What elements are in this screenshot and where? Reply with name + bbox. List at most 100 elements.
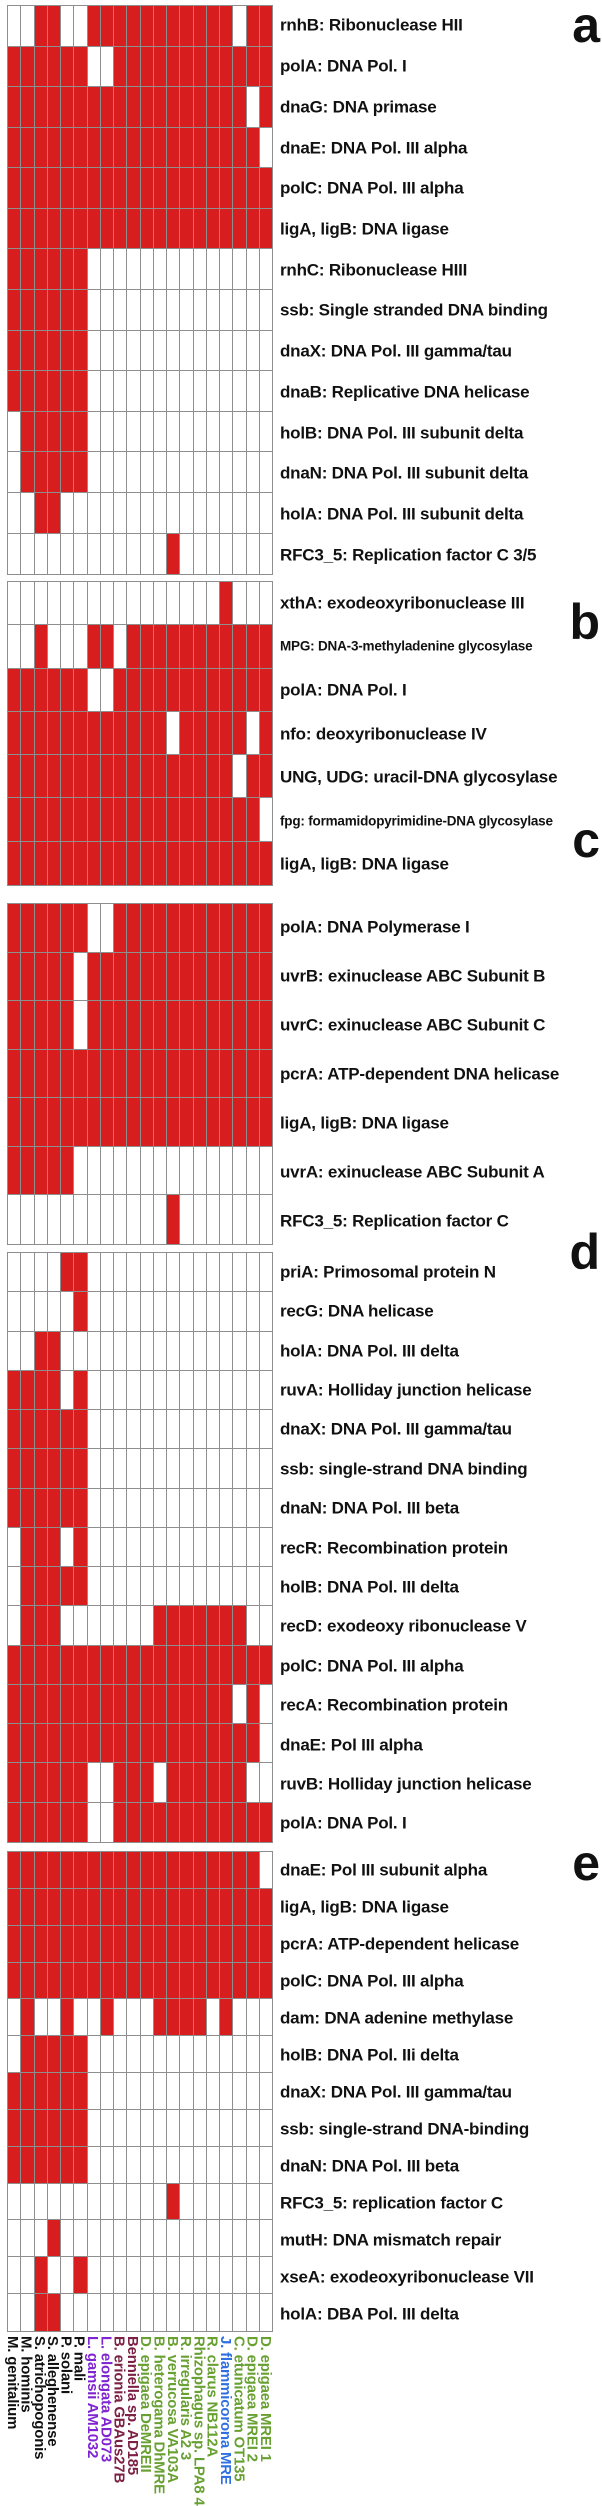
row-label-b-MPG: MPG: DNA-3-methyladenine glycosylase [280,638,533,654]
matrix-cell-d-ssb-c4 [47,1449,61,1489]
matrix-cell-e-ssb-c16 [206,2109,220,2147]
matrix-cell-e-dnaX-c9 [114,2073,128,2110]
matrix-cell-e-RFC3_5-c5 [61,2183,75,2221]
panel-d-row-holB [8,1567,272,1607]
matrix-cell-d-priA-c4 [47,1253,61,1293]
matrix-cell-e-pcrA-c15 [193,1925,207,1963]
matrix-cell-d-recG-c12 [153,1292,167,1332]
matrix-cell-b-fpg-c15 [193,798,207,842]
matrix-cell-d-ssb-c10 [127,1449,141,1489]
matrix-cell-e-xseA-c14 [180,2257,194,2295]
matrix-cell-e-RFC3_5-c17 [220,2183,234,2221]
row-label-d-dnaE: dnaE: Pol III alpha [280,1735,423,1754]
matrix-cell-a-polC-c7 [87,168,101,209]
matrix-cell-b-xthA-c1 [8,582,22,626]
matrix-cell-d-holA-c13 [167,1331,181,1371]
matrix-cell-c-uvrA-c14 [180,1146,194,1196]
matrix-cell-e-ssb-c10 [127,2109,141,2147]
row-label-e-xseA: xseA: exodeoxyribonuclease VII [280,2267,534,2286]
matrix-cell-e-dnaE-c4 [47,1852,61,1889]
matrix-cell-d-dnaE-c16 [206,1724,220,1764]
matrix-cell-d-ruvA-c8 [100,1370,114,1411]
matrix-cell-a-dnaX-c6 [74,330,88,372]
row-label-b-xthA: xthA: exodeoxyribonuclease III [280,593,525,613]
matrix-cell-a-ligA_ligB-c8 [100,208,114,250]
matrix-cell-d-recR-c18 [233,1527,247,1568]
matrix-cell-c-uvrA-c1 [8,1146,22,1196]
matrix-cell-b-fpg-c10 [127,798,141,842]
row-label-d-ruvA: ruvA: Holliday junction helicase [280,1380,532,1400]
matrix-cell-a-dnaX-c17 [220,330,234,372]
matrix-cell-e-dnaN-c2 [21,2146,35,2184]
matrix-cell-c-RFC3_5-c12 [153,1195,167,1245]
matrix-cell-a-rnhB-c12 [153,6,167,47]
matrix-cell-b-fpg-c13 [167,798,181,842]
matrix-cell-c-ligA_ligB-c12 [153,1098,167,1147]
matrix-cell-e-mutH-c18 [233,2220,247,2258]
matrix-cell-b-UNG_UDG-c20 [259,755,272,799]
matrix-cell-c-uvrA-c17 [220,1146,234,1196]
matrix-cell-c-uvrC-c8 [100,1001,114,1050]
matrix-cell-a-ligA_ligB-c20 [259,208,272,250]
panel-d-row-dnaN [8,1488,272,1528]
matrix-cell-e-mutH-c3 [34,2220,48,2258]
matrix-cell-a-dnaN-c8 [100,452,114,493]
matrix-cell-a-dnaG-c20 [259,87,272,128]
matrix-cell-c-pcrA-c7 [87,1049,101,1099]
matrix-cell-e-dnaN-c7 [87,2146,101,2184]
matrix-cell-a-rnhC-c18 [233,249,247,291]
matrix-cell-e-RFC3_5-c9 [114,2183,128,2221]
matrix-cell-c-ligA_ligB-c14 [180,1098,194,1147]
matrix-cell-e-ligA_ligB-c17 [220,1888,234,1926]
matrix-cell-b-polA-c18 [233,668,247,712]
matrix-cell-d-ruvA-c19 [246,1370,260,1411]
matrix-cell-c-RFC3_5-c16 [206,1195,220,1245]
col-label-4: S. alleghenense [44,2336,62,2447]
matrix-cell-d-holA-c10 [127,1331,141,1371]
panel-b-row-xthA [8,582,272,626]
matrix-cell-d-dnaN-c5 [61,1488,75,1528]
matrix-cell-e-dnaX-c20 [259,2073,272,2110]
matrix-cell-d-ssb-c15 [193,1449,207,1489]
matrix-cell-a-holB-c4 [47,411,61,453]
matrix-cell-e-holA-c13 [167,2294,181,2331]
row-label-d-ssb: ssb: single-strand DNA binding [280,1459,528,1479]
matrix-cell-e-mutH-c19 [246,2220,260,2258]
matrix-cell-b-polA-c1 [8,668,22,712]
matrix-cell-e-ligA_ligB-c14 [180,1888,194,1926]
matrix-cell-d-dnaN-c18 [233,1488,247,1528]
matrix-cell-d-dnaN-c12 [153,1488,167,1528]
matrix-cell-c-polA-c8 [100,904,114,953]
matrix-cell-b-UNG_UDG-c3 [34,755,48,799]
matrix-cell-e-dnaE-c15 [193,1852,207,1889]
matrix-cell-a-dnaB-c6 [74,371,88,412]
matrix-cell-b-xthA-c4 [47,582,61,626]
matrix-cell-a-RFC3_5-c16 [206,533,220,575]
matrix-cell-c-pcrA-c10 [127,1049,141,1099]
matrix-cell-e-pcrA-c2 [21,1925,35,1963]
matrix-cell-c-ligA_ligB-c6 [74,1098,88,1147]
matrix-cell-a-ligA_ligB-c19 [246,208,260,250]
matrix-cell-d-ruvA-c2 [21,1370,35,1411]
matrix-cell-a-dnaN-c10 [127,452,141,493]
matrix-cell-a-polC-c19 [246,168,260,209]
matrix-cell-a-dnaE-c12 [153,127,167,169]
matrix-cell-b-nfo-c19 [246,711,260,756]
matrix-cell-a-rnhC-c6 [74,249,88,291]
matrix-cell-d-recG-c7 [87,1292,101,1332]
matrix-cell-e-pcrA-c12 [153,1925,167,1963]
row-label-d-recR: recR: Recombination protein [280,1538,508,1557]
matrix-cell-a-dnaB-c2 [21,371,35,412]
matrix-cell-d-ruvA-c6 [74,1370,88,1411]
panel-d-row-recD [8,1606,272,1646]
matrix-cell-c-polA-c4 [47,904,61,953]
matrix-cell-e-pcrA-c14 [180,1925,194,1963]
matrix-cell-e-xseA-c12 [153,2257,167,2295]
matrix-cell-a-dnaG-c13 [167,87,181,128]
matrix-cell-d-ssb-c19 [246,1449,260,1489]
matrix-cell-c-ligA_ligB-c5 [61,1098,75,1147]
matrix-cell-b-UNG_UDG-c16 [206,755,220,799]
matrix-cell-d-dnaN-c8 [100,1488,114,1528]
matrix-cell-a-holB-c10 [127,411,141,453]
matrix-cell-a-polC-c9 [114,168,128,209]
